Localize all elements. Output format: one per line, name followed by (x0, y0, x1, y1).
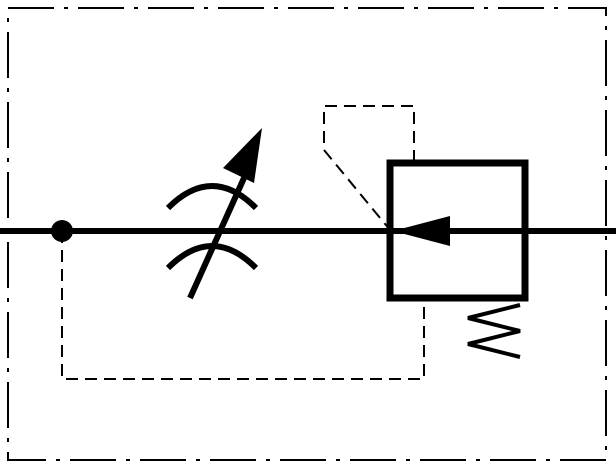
component-enclosure (7, 7, 607, 461)
adjustment-arrow-shaft (187, 176, 247, 300)
pilot-line-bottom (61, 231, 425, 380)
pilot-line-top (323, 105, 415, 231)
flow-arrow-icon (393, 216, 450, 246)
adjustable-throttle (165, 128, 262, 300)
throttle-upper-arc (165, 183, 259, 211)
adjustment-arrow-head-icon (223, 128, 262, 183)
spring-icon (467, 303, 521, 359)
valve-body (386, 159, 529, 302)
